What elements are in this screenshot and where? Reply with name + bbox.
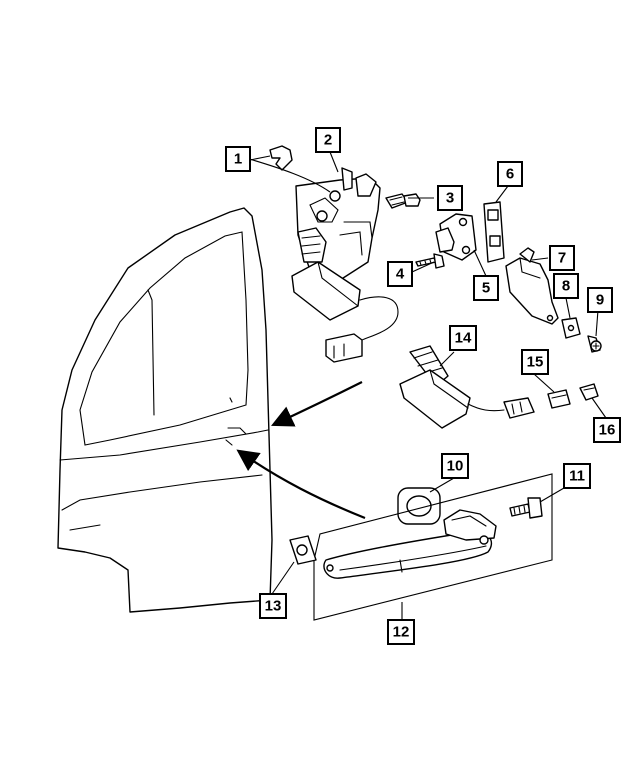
arrow-lock-to-door [271,381,363,427]
callout-4: 4 [387,261,413,287]
callout-label-14: 14 [455,330,472,347]
part-14-lock-actuator [399,345,535,429]
callout-label-2: 2 [324,132,332,149]
callout-3: 3 [437,185,463,211]
door-panel [57,207,273,613]
part-11-handle-screw [509,497,543,519]
callout-label-6: 6 [506,166,514,183]
callout-14: 14 [449,325,477,351]
part-3-bolt [385,193,421,209]
part-13-gasket [289,535,317,565]
callout-label-7: 7 [558,250,566,267]
callout-label-1: 1 [234,151,242,168]
callout-label-5: 5 [482,280,490,297]
part-1-clip [269,145,293,171]
callout-1: 1 [225,146,251,172]
arrow-handle-to-door [236,449,366,520]
callout-label-4: 4 [396,266,405,283]
callout-5: 5 [473,275,499,301]
callout-label-12: 12 [393,624,410,641]
callout-label-10: 10 [447,458,464,475]
callout-12: 12 [387,619,415,645]
callout-9: 9 [587,287,613,313]
part-6-shim-plate [483,201,505,263]
part-7-bracket [505,247,559,325]
callout-label-9: 9 [596,292,604,309]
callout-7: 7 [549,245,575,271]
callout-15: 15 [521,349,549,375]
callout-8: 8 [553,273,579,299]
part-10-handle-gasket [397,487,441,525]
callout-label-8: 8 [562,278,570,295]
part-4-screw [415,253,445,269]
part-2-door-latch [291,167,399,363]
callout-2: 2 [315,127,341,153]
part-15-connector [547,389,571,409]
callout-13: 13 [259,593,287,619]
part-12-door-handle [313,473,553,621]
part-8-clip-nut [561,317,581,339]
callout-6: 6 [497,161,523,187]
part-16-terminal [579,383,599,401]
part-9-screw [587,335,602,353]
part-5-striker-plate [435,213,477,261]
callout-label-11: 11 [569,468,585,485]
callout-16: 16 [593,417,621,443]
callout-10: 10 [441,453,469,479]
callout-label-13: 13 [265,598,282,615]
callout-label-15: 15 [527,354,544,371]
callout-label-16: 16 [599,422,616,439]
leader-lines [245,151,607,620]
callout-label-3: 3 [446,190,454,207]
callout-11: 11 [563,463,591,489]
